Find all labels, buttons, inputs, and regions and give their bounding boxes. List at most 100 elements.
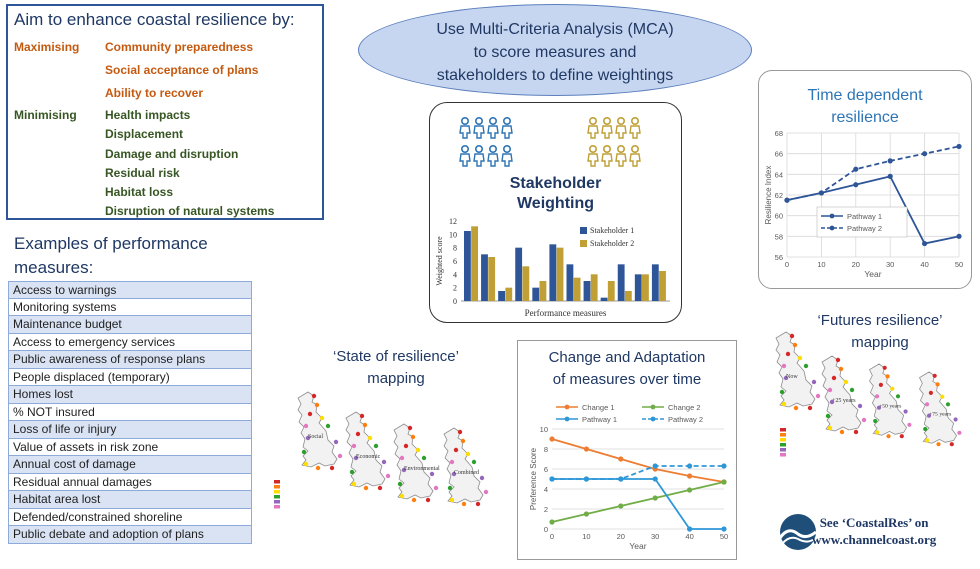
- coast-segment: [811, 379, 817, 385]
- x-tick-label: 20: [617, 532, 625, 541]
- coast-segment: [843, 379, 849, 385]
- aim-item: Disruption of natural systems: [105, 204, 275, 218]
- time-title-2: resilience: [831, 109, 899, 126]
- coast-segment: [882, 365, 887, 370]
- mca-line-1: Use Multi-Criteria Analysis (MCA): [436, 21, 674, 38]
- bar-1: [583, 281, 591, 301]
- coast-segment: [925, 438, 930, 443]
- coast-segment: [783, 375, 789, 381]
- coast-segment: [471, 459, 477, 465]
- data-point: [618, 476, 624, 482]
- y-tick-label: 12: [449, 217, 457, 226]
- coast-segment: [421, 455, 427, 461]
- y-tick-label: 66: [775, 150, 783, 159]
- measure-row: Access to emergency services: [8, 333, 252, 351]
- aim-item: Ability to recover: [105, 86, 204, 100]
- data-point: [956, 143, 962, 150]
- measure-row: Homes lost: [8, 386, 252, 404]
- legend-swatch: [580, 240, 587, 247]
- legend-marker: [650, 404, 656, 410]
- measure-row: Loss of life or injury: [8, 421, 252, 439]
- coast-segment: [319, 415, 325, 421]
- bar-2: [659, 271, 666, 301]
- y-tick-label: 6: [544, 465, 548, 474]
- coast-segment: [886, 434, 891, 439]
- person-head: [488, 144, 497, 153]
- x-axis-label: Performance measures: [525, 308, 607, 318]
- x-tick-label: 0: [785, 260, 789, 269]
- coast-segment: [359, 413, 365, 419]
- measure-row: Value of assets in risk zone: [8, 438, 252, 456]
- footer-line-2[interactable]: www.channelcoast.org: [812, 532, 937, 547]
- person-icon: [601, 117, 613, 139]
- coast-segment: [305, 435, 311, 441]
- coast-segment: [875, 430, 880, 435]
- map-label: Combined: [454, 470, 479, 476]
- change-title-2: of measures over time: [552, 371, 702, 388]
- legend-label: Stakeholder 2: [590, 239, 634, 248]
- coast-segment: [425, 497, 431, 503]
- map-label: +50 years: [879, 404, 902, 410]
- coast-segment: [903, 409, 908, 414]
- coast-segment: [362, 422, 368, 428]
- map-legend-swatch: [274, 490, 280, 494]
- person-head: [603, 117, 612, 126]
- person-body: [473, 153, 485, 167]
- map-legend-swatch: [274, 485, 280, 489]
- data-point: [549, 436, 555, 442]
- coast-segment: [793, 405, 799, 411]
- bar-2: [607, 281, 615, 301]
- x-tick-label: 30: [886, 260, 894, 269]
- coast-segment: [940, 394, 945, 399]
- data-point: [818, 190, 824, 196]
- stakeholder-title-1: Stakeholder: [509, 175, 602, 192]
- legend-label: Pathway 2: [847, 224, 882, 233]
- x-tick-label: 0: [550, 532, 554, 541]
- person-body: [473, 125, 485, 139]
- map-legend-swatch: [780, 448, 786, 452]
- person-head: [603, 144, 612, 153]
- coast-segment: [825, 413, 831, 419]
- coast-segment: [907, 422, 912, 427]
- uk-map: +50 years: [869, 363, 912, 439]
- state-map-title-1: ‘State of resilience’: [333, 348, 459, 365]
- coast-segment: [303, 461, 309, 467]
- coast-segment: [385, 473, 391, 479]
- bar-1: [566, 264, 574, 301]
- person-head: [631, 117, 640, 126]
- legend-label: Change 1: [582, 403, 615, 412]
- map-label: Environmental: [404, 466, 440, 472]
- bar-1: [515, 247, 523, 301]
- minimising-label: Minimising: [14, 108, 77, 122]
- person-icon: [615, 117, 627, 139]
- y-tick-label: 8: [544, 445, 548, 454]
- data-point: [721, 463, 727, 469]
- y-axis-label: Weighted score: [435, 236, 444, 286]
- person-body: [501, 125, 513, 139]
- data-point: [583, 446, 589, 452]
- coast-segment: [926, 413, 932, 418]
- data-point: [618, 456, 624, 462]
- data-point: [652, 476, 658, 482]
- coast-segment: [945, 402, 951, 407]
- uk-map: Social: [297, 391, 343, 471]
- y-tick-label: 0: [453, 297, 457, 306]
- coast-segment: [861, 417, 867, 423]
- coast-segment: [315, 465, 321, 471]
- coast-segment: [411, 497, 417, 503]
- aim-item: Habitat loss: [105, 185, 174, 199]
- measure-row: People displaced (temporary): [8, 368, 252, 386]
- legend-label: Pathway 1: [847, 212, 882, 221]
- coast-segment: [797, 355, 803, 361]
- coast-segment: [407, 425, 413, 431]
- x-tick-label: 50: [955, 260, 963, 269]
- mca-line-2: to score measures and: [473, 44, 637, 61]
- person-body: [601, 153, 613, 167]
- bar-2: [642, 274, 649, 301]
- legend-label: Pathway 1: [582, 415, 617, 424]
- bar-1: [481, 254, 488, 301]
- map-label: +25 years: [832, 398, 856, 404]
- coast-segment: [895, 394, 901, 399]
